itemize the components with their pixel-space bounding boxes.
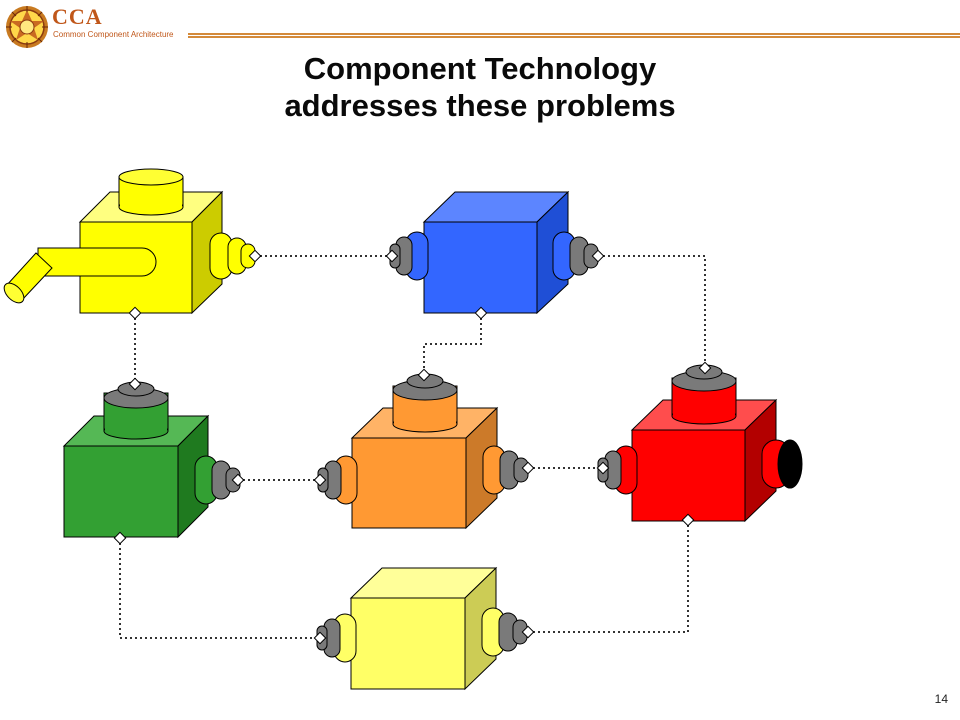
yellow-component	[3, 168, 256, 315]
connector-caps	[113, 249, 712, 645]
wire-red-paleyellow	[528, 520, 689, 633]
wire-green-paleyellow	[119, 538, 320, 639]
wire-blue-orange	[423, 313, 482, 374]
cca-logo: CCA Common Component Architecture	[4, 4, 194, 54]
orange-component	[317, 373, 529, 530]
slide-title: Component Technology addresses these pro…	[0, 50, 960, 124]
title-line-2: addresses these problems	[284, 88, 676, 123]
pale-yellow-component	[316, 566, 528, 691]
connection-wires	[119, 255, 706, 639]
red-component	[597, 364, 803, 523]
logo-subtitle: Common Component Architecture	[53, 30, 174, 39]
blue-component	[389, 190, 599, 315]
logo-text: CCA	[52, 4, 103, 29]
header-rule	[188, 33, 960, 38]
green-component	[62, 381, 241, 539]
title-line-1: Component Technology	[303, 51, 657, 86]
cca-logo-icon	[6, 6, 48, 48]
wire-blue-red	[598, 255, 706, 368]
page-number: 14	[934, 692, 948, 706]
